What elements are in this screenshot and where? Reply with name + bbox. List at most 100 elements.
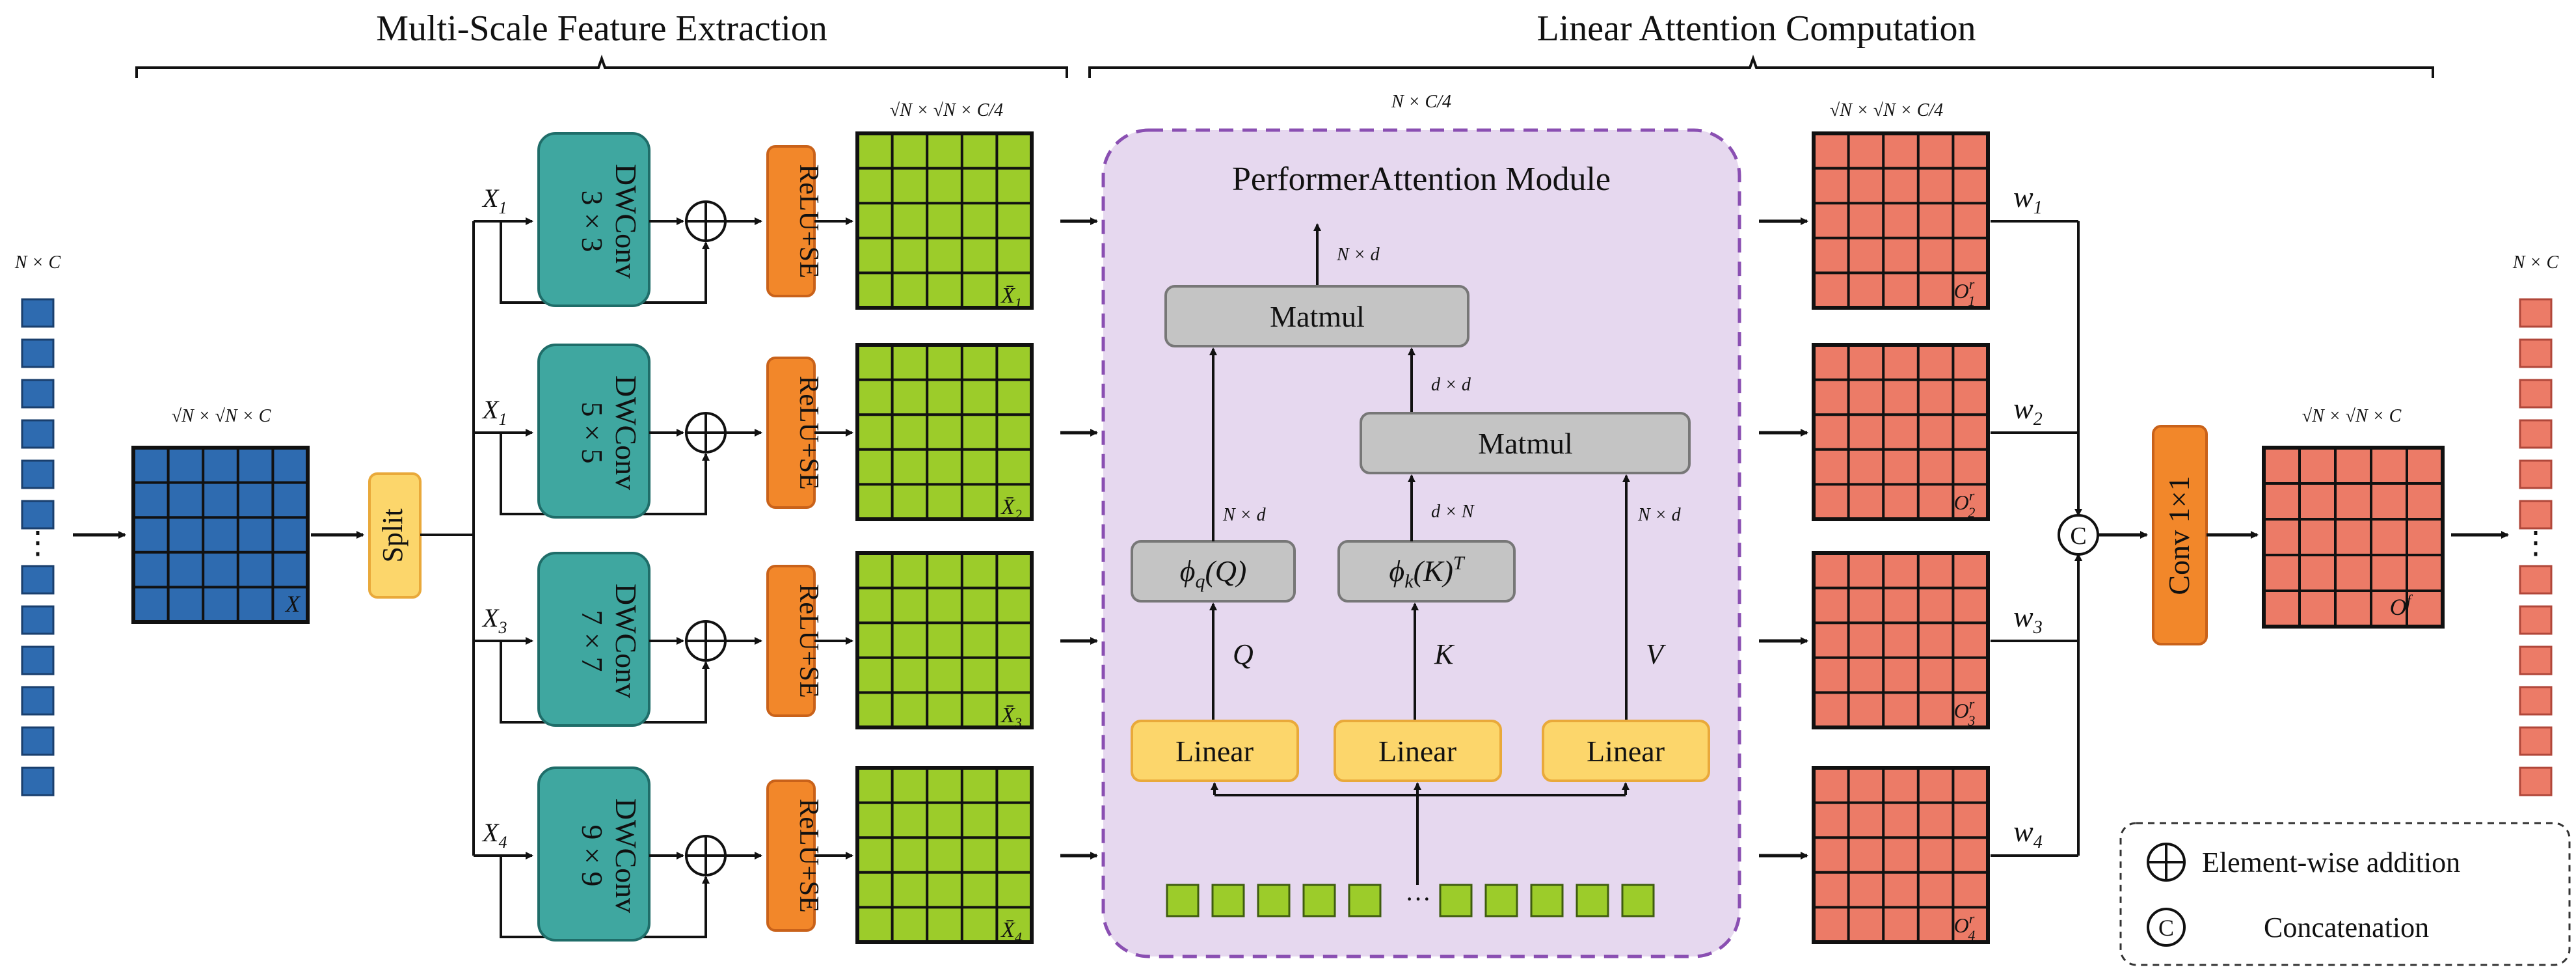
legend-box (2119, 822, 2571, 966)
dim-q: N × d (1222, 505, 1267, 525)
branch-weight-sub: 3 (2033, 617, 2043, 638)
dwconv-kernel: 3 × 3 (576, 191, 609, 252)
branch-output-sup: r (1969, 487, 1975, 504)
dwconv-label: DWConv7 × 7 (576, 584, 643, 698)
phi-k-box (1337, 540, 1516, 603)
branch-output-grid-frame (1812, 343, 1990, 521)
branch-feature-grid (855, 343, 1034, 521)
dwconv-kernel: 9 × 9 (576, 825, 609, 887)
branch-weight-sub: 4 (2033, 832, 2043, 852)
input-ellipsis: ⋮ (22, 526, 53, 560)
input-token-column (21, 298, 55, 796)
branch-feature-sub: 2 (1015, 506, 1022, 522)
dwconv-title: DWConv (610, 798, 643, 913)
attention-token (1166, 884, 1200, 917)
input-token (21, 645, 55, 675)
input-grid-frame (131, 446, 310, 624)
attention-token (1348, 884, 1382, 917)
branch-output-sup: r (1969, 276, 1975, 292)
branch-feature-grid (855, 551, 1034, 729)
output-token (2519, 379, 2553, 409)
matmul-top-box (1164, 285, 1469, 347)
input-grid-label: X (284, 591, 301, 617)
brace-right (1088, 55, 2434, 78)
legend-addition-label: Element-wise addition (2202, 847, 2460, 878)
section-title-left: Multi-Scale Feature Extraction (376, 8, 827, 49)
attention-token (1302, 884, 1336, 917)
branch-output-grid-frame (1812, 131, 1990, 310)
brace-left (135, 55, 1068, 78)
input-token (21, 500, 55, 530)
output-token (2519, 419, 2553, 449)
branch-feature-grid-frame (855, 551, 1034, 729)
matmul-mid-label: Matmul (1478, 427, 1573, 460)
branch-output-sup: r (1969, 910, 1975, 927)
dim-v: N × d (1637, 505, 1682, 525)
out-feature-grid-dim: √N × √N × C/4 (1830, 100, 1943, 120)
input-token (21, 686, 55, 716)
legend-concat-label: Concatenation (2264, 912, 2429, 943)
attention-token (1484, 884, 1518, 917)
output-token (2519, 500, 2553, 530)
section-title-right: Linear Attention Computation (1536, 8, 1976, 49)
attention-token (1621, 884, 1655, 917)
branch-feature-sub: 3 (1014, 714, 1022, 731)
input-token (21, 605, 55, 635)
attention-top-dim: N × C/4 (1391, 92, 1451, 112)
output-token (2519, 726, 2553, 756)
branch-output-grid (1812, 131, 1990, 310)
branch-input-label: X4 (481, 818, 507, 852)
output-token-column (2519, 298, 2553, 796)
branch-output-sub: 4 (1968, 927, 1975, 943)
branch-input-label: X1 (481, 395, 507, 429)
branch-input-label: X3 (481, 603, 507, 637)
attention-token-row (1166, 884, 1655, 917)
input-grid (131, 446, 310, 624)
branch-feature-grid-frame (855, 766, 1034, 944)
linear-q-box (1131, 720, 1299, 782)
dwconv-title: DWConv (610, 584, 643, 698)
linear-q-label: Linear (1175, 735, 1254, 768)
dwconv-block (537, 132, 651, 307)
legend-concat-icon (2147, 908, 2186, 947)
branch-feature-grid-frame (855, 131, 1034, 310)
branch-feature-sub: 1 (1015, 295, 1022, 311)
branch-output-grid (1812, 551, 1990, 729)
branch-weight: w1 (2013, 180, 2043, 218)
branch-weight-sub: 1 (2033, 198, 2043, 218)
input-token (21, 766, 55, 796)
attn-output-dim: N × d (1336, 245, 1380, 265)
branch-output-grid (1812, 343, 1990, 521)
branch-feature-label: X̄1 (1000, 284, 1022, 311)
split-label: Split (377, 508, 409, 562)
output-token (2519, 565, 2553, 595)
linear-k-box (1334, 720, 1502, 782)
final-feature-grid (2262, 446, 2445, 629)
branch-input-sub: 4 (498, 833, 507, 852)
v-label: V (1646, 638, 1667, 670)
phi-q-label: ϕq(Q) (1180, 554, 1247, 592)
branch-output-sub: 2 (1968, 504, 1975, 521)
concat-letter: C (2070, 522, 2086, 550)
input-grid-dim: √N × √N × C (172, 406, 271, 426)
dwconv-title: DWConv (610, 164, 643, 278)
dwconv-label: DWConv9 × 9 (576, 798, 643, 913)
branch-feature-sub: 4 (1015, 929, 1022, 945)
branch-output-sub: 1 (1968, 293, 1975, 309)
dim-k: d × N (1431, 502, 1475, 522)
input-token (21, 338, 55, 368)
matmul-mid-box (1360, 412, 1691, 474)
dwconv-kernel: 5 × 5 (576, 402, 609, 464)
attention-token (1257, 884, 1291, 917)
linear-v-label: Linear (1587, 735, 1665, 768)
dwconv-block (537, 552, 651, 727)
dd-dim: d × d (1431, 375, 1471, 395)
final-grid-dim: √N × √N × C (2302, 406, 2402, 426)
final-grid-frame (2262, 446, 2445, 629)
branch-weight: w2 (2013, 392, 2043, 429)
branch-feature-grid (855, 766, 1034, 944)
